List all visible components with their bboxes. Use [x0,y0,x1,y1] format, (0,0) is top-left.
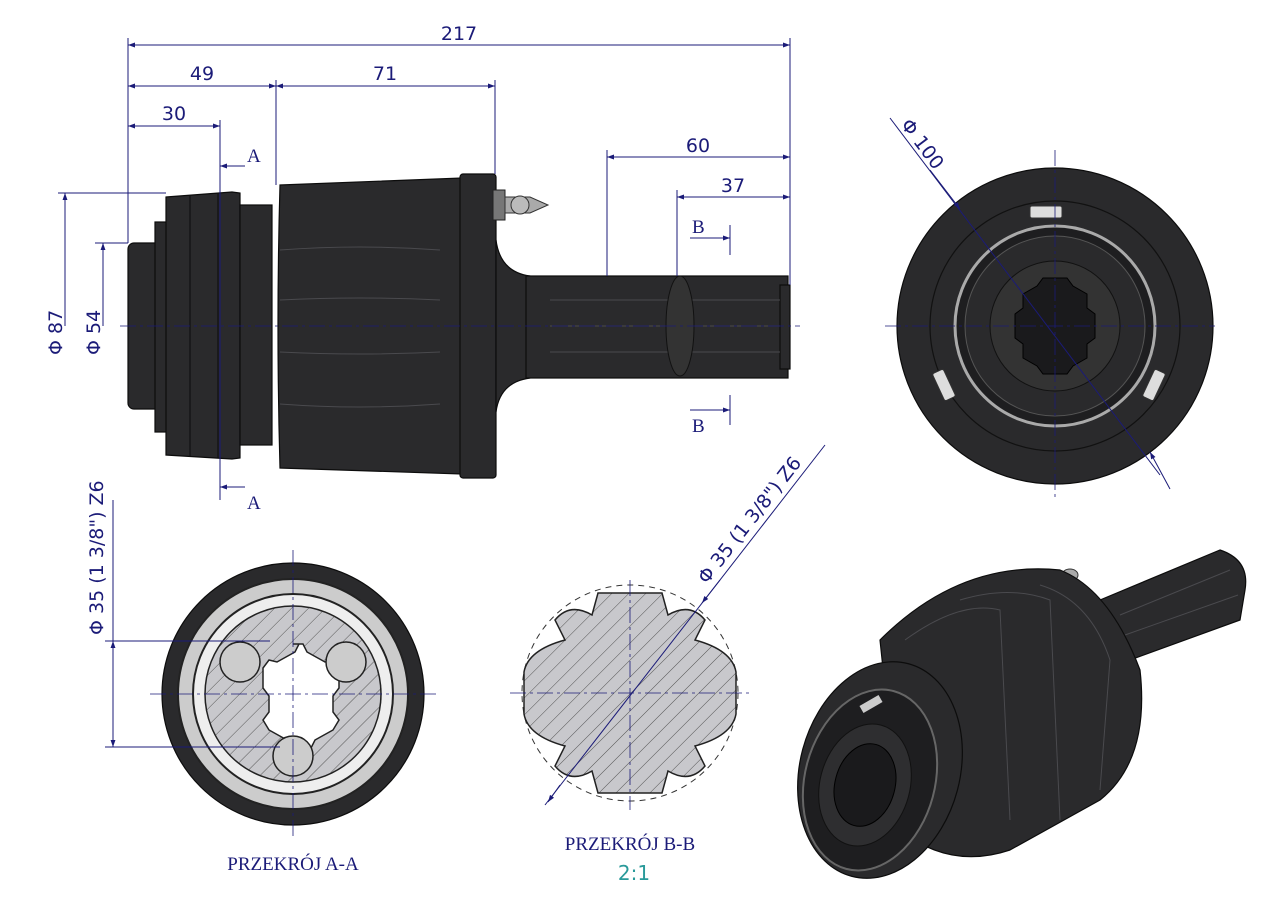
section-bb: Φ 35 (1 3/8") Z6 PRZEKRÓJ B-B 2:1 [510,444,826,885]
grease-nipple [492,189,550,221]
dim-37: 37 [721,175,745,197]
dim-overall-length: 217 [441,23,477,45]
front-view: Φ 100 [885,115,1215,500]
side-dimensions: 217 49 71 30 60 37 A A B B Φ 87 Φ 54 [45,23,791,514]
dim-71: 71 [373,63,397,85]
dim-spline-b: Φ 35 (1 3/8") Z6 [694,453,807,588]
section-aa: Φ 35 (1 3/8") Z6 PRZEKRÓJ A-A [86,480,436,875]
section-mark-a-bottom: A [247,493,261,514]
section-mark-a-top: A [247,146,261,167]
dim-dia-54: Φ 54 [83,310,105,355]
dim-49: 49 [190,63,214,85]
section-mark-b-top: B [692,217,705,238]
dim-60: 60 [686,135,710,157]
section-bb-title: PRZEKRÓJ B-B [565,833,695,855]
dim-spline-a: Φ 35 (1 3/8") Z6 [86,480,108,635]
section-mark-b-bottom: B [692,416,705,437]
dim-30: 30 [162,103,186,125]
section-aa-title: PRZEKRÓJ A-A [227,853,359,875]
side-view [120,173,800,479]
dim-dia-87: Φ 87 [45,310,67,355]
dim-dia-100: Φ 100 [896,115,948,174]
section-bb-scale: 2:1 [618,861,650,885]
isometric-view [797,549,1247,879]
